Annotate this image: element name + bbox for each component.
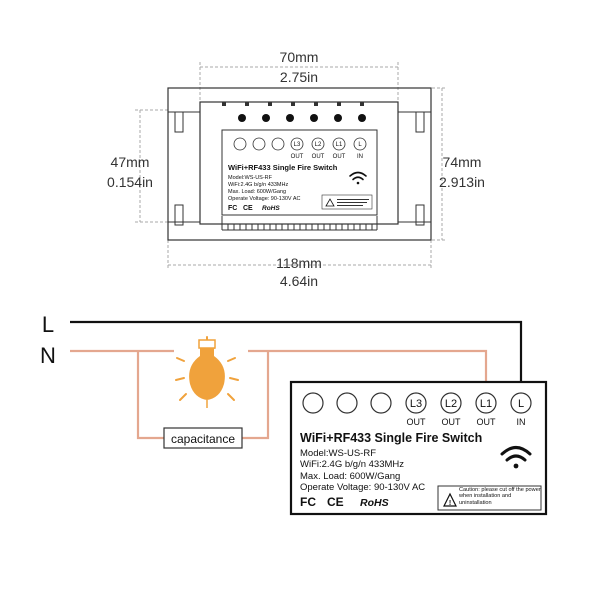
blank-terminal-1 (302, 392, 324, 414)
mini-wifi-spec: WiFi:2.4G b/g/n 433MHz (228, 182, 288, 188)
mini-terminal-l: L (358, 142, 362, 148)
line-label: L (42, 312, 54, 337)
outer-width-mm-label: 118mm (276, 255, 322, 271)
mini-sub-l: IN (357, 154, 363, 160)
mini-cert-ce: CE (243, 205, 253, 212)
outer-height-in-label: 2.913in (439, 174, 485, 190)
mini-terminal-l3: L3 (294, 142, 301, 148)
mini-sub-l3: OUT (291, 154, 304, 160)
neutral-label: N (40, 343, 56, 368)
mini-sub-l1: OUT (333, 154, 346, 160)
terminal-l2-label: L2 (445, 398, 457, 410)
cert-fc: FC (300, 495, 316, 509)
warning-icon (443, 492, 457, 507)
mini-cert-rohs: RoHS (262, 205, 280, 212)
load-wire (248, 349, 488, 392)
capacitance-wire-right (242, 351, 270, 440)
outer-width-in-label: 4.64in (280, 273, 318, 289)
mini-title: WiFi+RF433 Single Fire Switch (228, 163, 338, 172)
width-in-label: 2.75in (280, 69, 318, 85)
module-voltage: Operate Voltage: 90-130V AC (300, 482, 425, 493)
capacitance-wire-left (136, 351, 164, 440)
capacitance-box (163, 427, 243, 449)
blank-terminal-3 (370, 392, 392, 414)
terminal-l1 (475, 392, 497, 414)
wifi-icon (500, 446, 532, 469)
module-model: Model:WS-US-RF (300, 448, 376, 459)
mini-terminal-l1: L1 (336, 142, 343, 148)
wiring: L N capacitance (40, 312, 548, 516)
caution-text: Caution: please cut off the power when i… (459, 487, 541, 506)
height-mm-label: 47mm (111, 154, 150, 170)
cert-ce: CE (327, 495, 344, 509)
mini-model: Model:WS-US-RF (228, 175, 273, 181)
module-wifi-spec: WiFi:2.4G b/g/n 433MHz (300, 459, 404, 470)
line-wire (70, 320, 523, 392)
svg-text:!: ! (449, 500, 451, 507)
height-in-label: 0.154in (107, 174, 153, 190)
mini-terminal-l2: L2 (315, 142, 322, 148)
width-mm-label: 70mm (280, 49, 319, 65)
terminal-l3-sub: OUT (407, 417, 427, 427)
vent-fins (221, 216, 378, 231)
terminal-l3-label: L3 (410, 398, 422, 410)
terminal-l2-sub: OUT (442, 417, 462, 427)
mini-max-load: Max. Load: 600W/Gang (228, 189, 286, 195)
caution-box: ! Caution: please cut off the power when… (437, 485, 542, 511)
mini-voltage: Operate Voltage: 90-130V AC (228, 196, 300, 202)
terminal-l2 (440, 392, 462, 414)
blank-terminal-2 (336, 392, 358, 414)
mini-sub-l2: OUT (312, 154, 325, 160)
outer-height-mm-label: 74mm (443, 154, 482, 170)
terminal-l (510, 392, 532, 414)
cert-rohs: RoHS (360, 497, 389, 509)
terminal-l-label: L (518, 398, 524, 410)
mini-wifi-icon (349, 171, 367, 185)
mini-cert-fc: FC (228, 205, 237, 212)
terminal-l1-sub: OUT (477, 417, 497, 427)
bulb-icon (175, 336, 239, 408)
mounting-plate (167, 87, 432, 241)
terminal-l3 (405, 392, 427, 414)
terminal-l-sub: IN (517, 417, 526, 427)
terminal-l1-label: L1 (480, 398, 492, 410)
capacitance-label: capacitance (171, 432, 235, 446)
module-max-load: Max. Load: 600W/Gang (300, 471, 400, 482)
module-title: WiFi+RF433 Single Fire Switch (300, 431, 482, 445)
dimension-drawing: 70mm 2.75in 47mm 0.154in 74mm 2.913in 11… (107, 49, 485, 289)
